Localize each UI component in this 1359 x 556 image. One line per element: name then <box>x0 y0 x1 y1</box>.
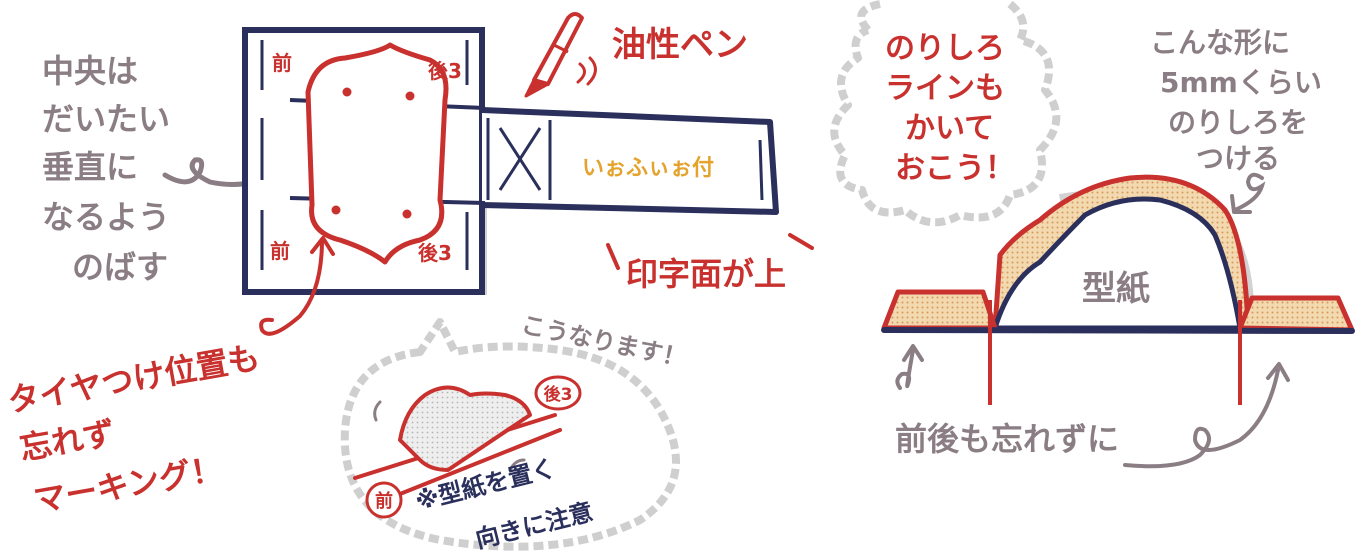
left-note-line-3: 垂直に <box>42 148 138 186</box>
bottom-arrow-left <box>895 348 915 390</box>
tab-x-2 <box>498 127 542 191</box>
marking-note-line-1: タイヤつけ位置も <box>5 338 263 420</box>
label-front-top: 前 <box>272 51 292 75</box>
bottom-arrow-left-head <box>902 344 924 362</box>
bubble-front-label: 前 <box>375 490 393 512</box>
glue-tab-left <box>881 289 998 331</box>
wheel-dot-4 <box>402 209 412 219</box>
left-note-line-5: のばす <box>72 248 168 286</box>
bubble-back-circle <box>534 375 582 411</box>
bubble-front-circle <box>365 481 403 519</box>
marking-arrow-line <box>259 238 324 336</box>
shape-note-line-1: こんな形に <box>1150 26 1290 59</box>
label-back-bottom: 後3 <box>418 241 452 265</box>
speech-bubble: こうなります！ 前 後3 ※型紙を置く 向きに注意 <box>340 310 689 554</box>
shape-note-line-2: 5mmくらい <box>1160 66 1322 99</box>
pen-label: 油性ペン <box>612 25 748 65</box>
wheel-dot-2 <box>405 91 415 101</box>
bubble-arrow-1 <box>373 400 382 422</box>
bubble-shape <box>398 385 532 472</box>
bottom-note: 前後も忘れずに <box>895 420 1119 458</box>
shape-note-line-4: つける <box>1196 142 1280 175</box>
left-note-line-1: 中央は <box>42 52 138 90</box>
wheel-dot-1 <box>342 87 352 97</box>
bottom-arrow-right <box>1123 368 1280 469</box>
pen-icon <box>524 12 597 98</box>
shape-note: こんな形に 5mmくらい のりしろを つける <box>1150 26 1322 214</box>
cloud-line-1: のりしろ <box>885 31 1005 66</box>
wheel-dot-3 <box>331 205 341 215</box>
bubble-outline <box>340 318 680 551</box>
cloud-line-3: かいて <box>905 111 994 146</box>
pattern-label: 型紙 <box>1082 269 1150 309</box>
print-side-label: 印字面が上 <box>626 255 786 293</box>
bubble-back-label: 後3 <box>544 384 573 405</box>
print-tick-right <box>788 233 814 250</box>
shape-note-arrow-head <box>1230 194 1252 214</box>
pattern-diagram: 型紙 前後も忘れずに <box>881 174 1355 469</box>
thought-cloud: のりしろ ラインも かいて おこう！ <box>830 0 1061 227</box>
red-cut-outline <box>305 42 449 265</box>
print-tick-left <box>606 243 620 270</box>
box-extension-panel <box>481 107 779 215</box>
marking-arrow-head <box>310 236 335 256</box>
pattern-baseline <box>881 327 1355 334</box>
left-note: 中央は だいたい 垂直に なるよう のばす <box>42 52 299 286</box>
glue-tab-right <box>1237 295 1355 333</box>
box-template: 前 後3 前 後3 いぉふぃぉ付 <box>242 27 779 295</box>
pattern-arch <box>992 196 1243 331</box>
bubble-fold-line-bottom <box>383 428 562 502</box>
printed-text: いぉふぃぉ付 <box>582 156 714 181</box>
tab-line-end <box>758 139 764 201</box>
label-front-bottom: 前 <box>270 239 290 263</box>
bottom-arrow-right-head <box>1266 362 1290 382</box>
cloud-line-2: ラインも <box>885 71 1005 106</box>
shape-note-arrow-line <box>1233 172 1266 212</box>
cloud-line-4: おこう！ <box>895 151 1015 186</box>
shape-note-line-3: のりしろを <box>1168 106 1308 139</box>
bubble-arrow-2 <box>508 458 526 472</box>
marking-note-line-2: 忘れず <box>17 414 118 468</box>
left-note-line-2: だいたい <box>42 100 170 138</box>
cloud-outline <box>830 0 1061 227</box>
left-arrow-line <box>162 157 293 187</box>
left-note-line-4: なるよう <box>42 198 170 236</box>
label-back-top: 後3 <box>428 59 462 83</box>
